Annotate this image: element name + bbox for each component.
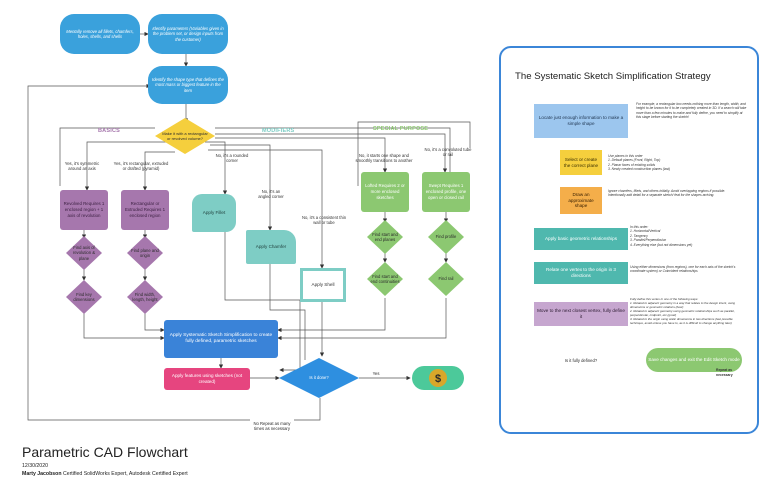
footer-date: 12/30/2020 bbox=[22, 463, 48, 469]
footer-author: Marty Jacobson Certified SolidWorks Expe… bbox=[22, 471, 188, 477]
note-line: 1. Related to adjacent geometry in a way… bbox=[630, 301, 736, 310]
connector bbox=[205, 141, 228, 195]
done-decision bbox=[279, 358, 359, 398]
connector bbox=[215, 133, 448, 173]
section-modifiers: MODIFIERS bbox=[262, 128, 295, 134]
identify-parameters-node: Identify parameters (Variables given in … bbox=[148, 14, 228, 54]
loft-cont-label: Find start and end continuities bbox=[370, 273, 400, 284]
note-line: In this order: bbox=[630, 225, 649, 229]
author-name: Marty Jacobson bbox=[22, 471, 62, 477]
apply-features-node: Apply features using sketches (not creat… bbox=[164, 368, 250, 390]
step-next-vertex: Move to the next closest vertex, fully d… bbox=[534, 302, 628, 326]
decision-width bbox=[127, 280, 163, 314]
step-plane-note: Use planes in this order 1. Default plan… bbox=[608, 154, 738, 172]
step-draw: Draw an approximate shape bbox=[560, 187, 602, 214]
swept-box: Swept Requires 1 enclosed profile, one o… bbox=[422, 172, 470, 212]
decision-plane-origin bbox=[127, 236, 163, 270]
branch-chamfer: No, it's an angled corner bbox=[258, 188, 284, 199]
note-line: 1. Horizontal/Vertical bbox=[630, 229, 661, 234]
note-line: 2. Tangency bbox=[630, 233, 648, 238]
note-line: 2. Planar faces of existing solids bbox=[608, 162, 656, 167]
step-draw-note: Ignore chamfers, fillets, and others ini… bbox=[608, 189, 726, 198]
branch-sweep: No, it's a convoluted tube or rail bbox=[424, 146, 472, 157]
step-plane: Select or create the correct plane bbox=[560, 150, 602, 175]
decision-loft-start bbox=[367, 220, 403, 254]
plane-origin-label: Find plane and origin bbox=[131, 247, 159, 258]
loft-start-label: Find start and end planes bbox=[372, 231, 398, 242]
step-save: Save changes and exit the Edit Sketch mo… bbox=[646, 348, 742, 372]
note-line: 4. Everything else (but not dimensions y… bbox=[630, 242, 693, 247]
fully-defined-label: Is it fully defined? bbox=[564, 358, 598, 364]
width-label: Find width, length, height bbox=[132, 291, 158, 302]
connector bbox=[277, 298, 386, 333]
shape-type-decision bbox=[155, 118, 215, 154]
done-label: Is it done? bbox=[309, 375, 329, 381]
note-line: Use planes in this order bbox=[608, 154, 643, 158]
step-relationships: Apply basic geometric relationships bbox=[534, 228, 628, 250]
branch-extrude: Yes, it's rectangular, extruded or draft… bbox=[113, 160, 169, 171]
profile-label: Find profile bbox=[435, 234, 457, 240]
footer-title: Parametric CAD Flowchart bbox=[22, 444, 188, 460]
connector bbox=[357, 121, 471, 186]
author-credentials: Certified SolidWorks Expert, Autodesk Ce… bbox=[62, 471, 188, 477]
step-next-vertex-note: Fully define this vertex in one of the f… bbox=[630, 297, 746, 325]
connector bbox=[84, 141, 170, 191]
decision-axis bbox=[66, 236, 102, 270]
section-basics: BASICS bbox=[98, 128, 120, 134]
branch-revolve: Yes, it's symmetric around an axis bbox=[64, 160, 100, 171]
section-special: SPECIAL PURPOSE bbox=[373, 126, 429, 132]
decision-profile bbox=[428, 220, 464, 254]
note-line: 1. Default planes (Front, Right, Top) bbox=[608, 158, 661, 163]
no-repeat-label: No Repeat as many times as necessary bbox=[250, 412, 294, 440]
connector bbox=[277, 298, 447, 341]
connector bbox=[208, 149, 325, 269]
panel-title: The Systematic Sketch Simplification Str… bbox=[515, 71, 711, 82]
decision-key-dims bbox=[66, 280, 102, 314]
decision-loft-continuity bbox=[367, 262, 403, 296]
revolved-box: Revolved Requires 1 enclosed region + 1 … bbox=[60, 190, 108, 230]
branch-loft: No, it starts one shape and smoothly tra… bbox=[355, 152, 413, 163]
step-origin-note: Using either dimensions (from regions), … bbox=[630, 265, 736, 274]
connector bbox=[144, 312, 165, 333]
step-locate: Locate just enough information to make a… bbox=[534, 104, 628, 138]
connector bbox=[215, 127, 451, 186]
loop-connector bbox=[27, 83, 321, 421]
connector bbox=[142, 151, 175, 191]
rail-label: Find rail bbox=[438, 276, 454, 282]
apply-chamfer-node: Apply Chamfer bbox=[246, 230, 296, 264]
note-line: 3. Related to the origin using static di… bbox=[630, 317, 733, 326]
connector bbox=[215, 137, 388, 173]
branch-fillet: No, it's a rounded corner bbox=[215, 152, 249, 163]
mentally-remove-node: Mentally remove all fillets, chamfers, h… bbox=[60, 14, 140, 54]
connector bbox=[269, 264, 306, 360]
note-line: 3. Parallel/Perpendicular bbox=[630, 238, 666, 243]
rectangle-box: Rectangular or Extruded Requires 1 enclo… bbox=[121, 190, 169, 230]
apply-shell-node: Apply Shell bbox=[300, 268, 346, 302]
repeat-note: Repeat as necessary bbox=[716, 368, 733, 377]
dollar-sign: $ bbox=[435, 373, 441, 385]
apply-fillet-node: Apply Fillet bbox=[192, 194, 236, 232]
note-line: 2. Related to adjacent geometry using ge… bbox=[630, 309, 735, 318]
money-bag-icon bbox=[429, 369, 447, 387]
decision-rail bbox=[428, 262, 464, 296]
axis-label: Find axis of revolution & plane bbox=[72, 245, 96, 261]
main-decision-label: Make it with a rectangular or revolved v… bbox=[162, 131, 208, 141]
note-line: Fully define this vertex in one of the f… bbox=[630, 297, 699, 301]
key-dims-label: Find key dimensions bbox=[73, 291, 95, 302]
step-locate-note: For example, a rectangular box needs not… bbox=[636, 102, 747, 120]
yes-label: Yes bbox=[372, 371, 380, 377]
branch-shell: No, it's a consistent thin wall or tube bbox=[301, 214, 347, 225]
note-line: 3. Newly created construction planes (la… bbox=[608, 167, 671, 172]
step-origin: Relate one vertex to the origin in 3 dir… bbox=[534, 262, 628, 284]
connector bbox=[83, 312, 165, 341]
apply-systematic-node: Apply Systematic Sketch Simplification t… bbox=[164, 320, 278, 358]
identify-shape-node: Identify the shape type that defines the… bbox=[148, 66, 228, 104]
connector bbox=[210, 144, 273, 231]
connector bbox=[59, 127, 155, 186]
lofted-box: Lofted Requires 2 or more enclosed sketc… bbox=[361, 172, 409, 212]
step-relationships-note: In this order: 1. Horizontal/Vertical 2.… bbox=[630, 225, 740, 247]
